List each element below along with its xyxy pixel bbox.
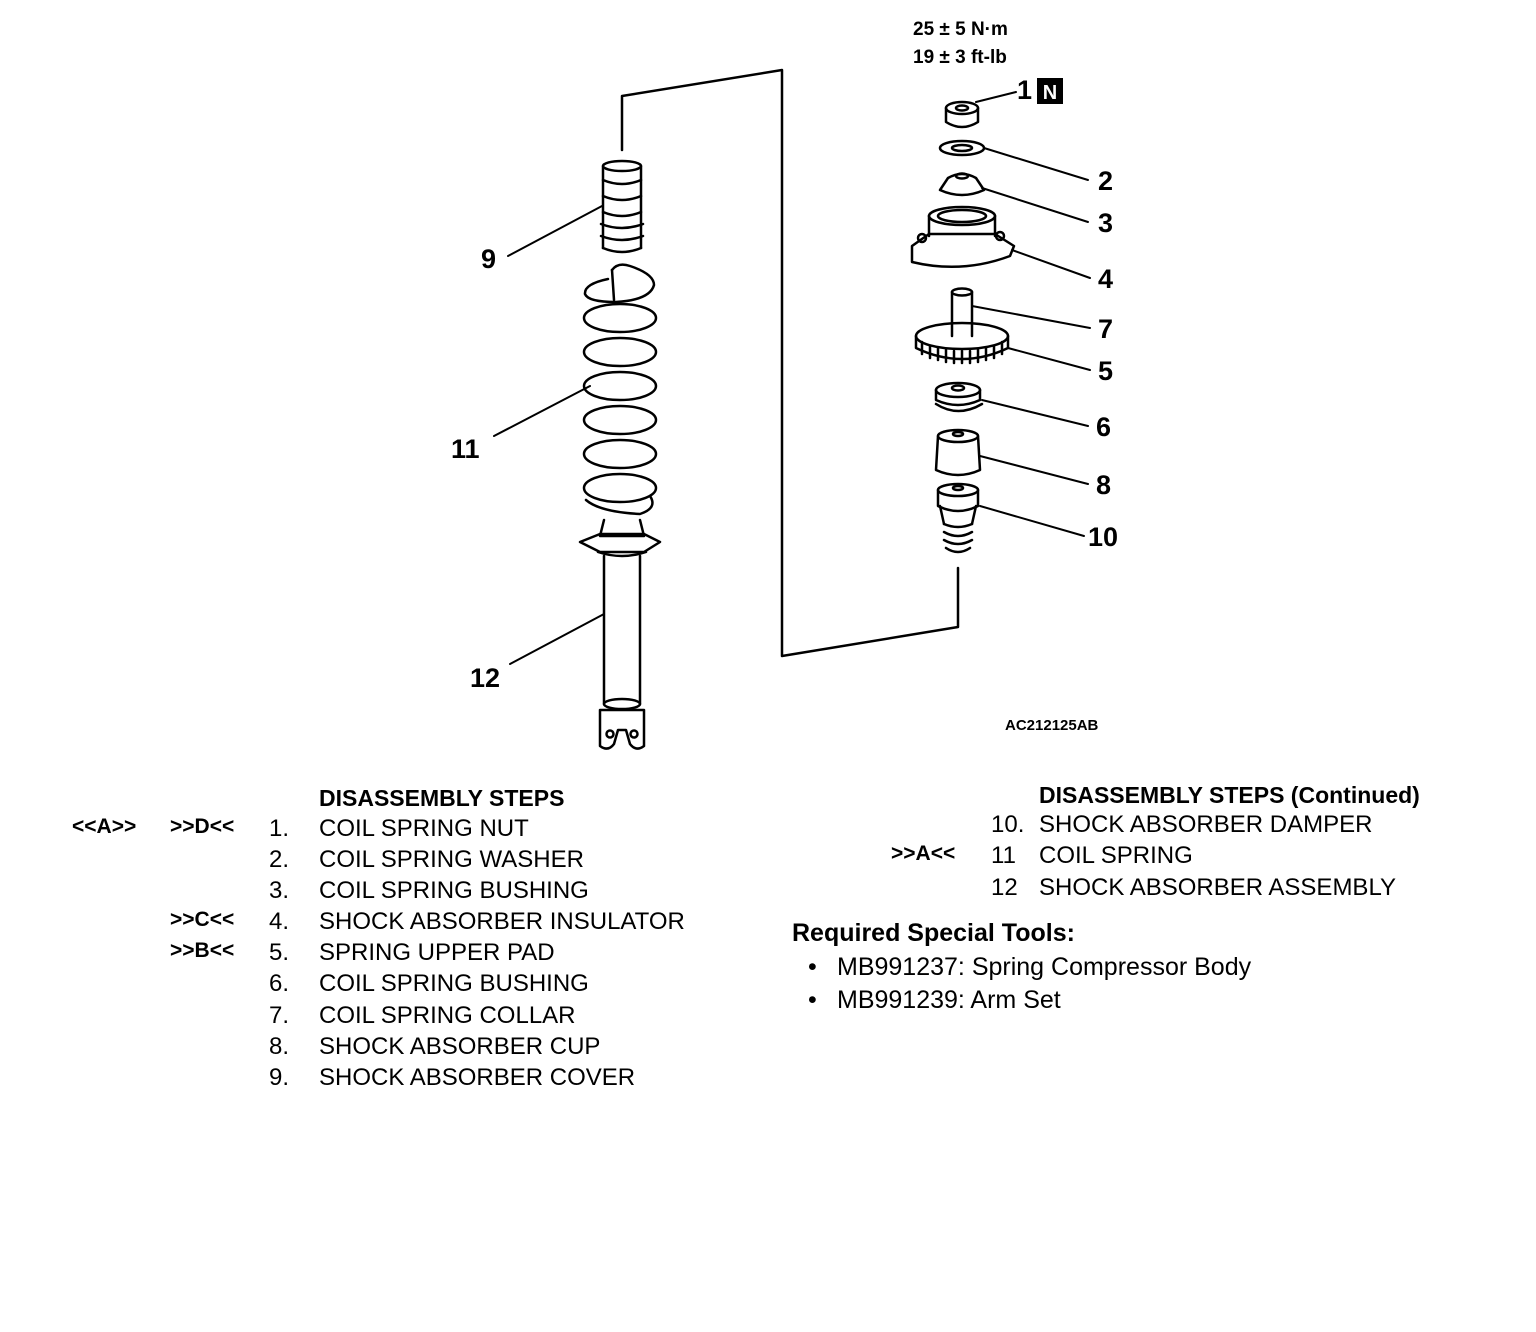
step-6-label: COIL SPRING BUSHING xyxy=(319,970,589,997)
callout-5: 5 xyxy=(1098,356,1113,386)
tool-2-label: MB991239: Arm Set xyxy=(837,986,1061,1014)
callout-1: 1 xyxy=(1017,75,1032,105)
coil-spring-bushing-upper-part xyxy=(938,172,986,197)
step-7-label: COIL SPRING COLLAR xyxy=(319,1002,576,1029)
torque-spec-nm: 25 ± 5 N·m xyxy=(913,19,1008,40)
step-10-label: SHOCK ABSORBER DAMPER xyxy=(1039,811,1373,838)
step-1-label: COIL SPRING NUT xyxy=(319,815,529,842)
shock-absorber-cup-part xyxy=(934,428,982,477)
tool-2-bullet: • xyxy=(808,986,817,1014)
step-2-number: 2. xyxy=(269,846,290,873)
spring-upper-pad-part xyxy=(914,321,1010,365)
coil-spring-part xyxy=(582,263,658,516)
callout-7: 7 xyxy=(1098,314,1113,344)
callout-12: 12 xyxy=(470,663,500,693)
callout-9: 9 xyxy=(481,244,496,274)
coil-spring-nut-part xyxy=(944,100,980,129)
tool-1-label: MB991237: Spring Compressor Body xyxy=(837,953,1252,981)
callout-4: 4 xyxy=(1098,264,1113,294)
step-10-number: 10. xyxy=(991,811,1025,838)
new-part-badge-letter: N xyxy=(1043,82,1057,104)
tool-1-bullet: • xyxy=(808,953,817,981)
callout-3: 3 xyxy=(1098,208,1113,238)
coil-spring-washer-part xyxy=(938,139,986,157)
step-7-number: 7. xyxy=(269,1002,290,1029)
step-2-label: COIL SPRING WASHER xyxy=(319,846,584,873)
step-4-number: 4. xyxy=(269,908,290,935)
step-6-number: 6. xyxy=(269,970,290,997)
step-8-label: SHOCK ABSORBER CUP xyxy=(319,1033,601,1060)
shock-absorber-assembly-part xyxy=(578,518,662,750)
exploded-shock-absorber-diagram: 25 ± 5 N·m 19 ± 3 ft-lb 1 N 2 3 4 7 5 6 … xyxy=(451,19,1118,750)
figure-id: AC212125AB xyxy=(1005,717,1099,734)
coil-spring-bushing-lower-part xyxy=(934,381,984,413)
coil-spring-collar-part xyxy=(950,287,974,338)
step-5-label: SPRING UPPER PAD xyxy=(319,939,555,966)
torque-spec-ftlb: 19 ± 3 ft-lb xyxy=(913,47,1007,68)
callout-6: 6 xyxy=(1096,412,1111,442)
step-11-mark-a: >>A<< xyxy=(891,842,956,865)
alignment-line xyxy=(620,68,960,658)
step-9-number: 9. xyxy=(269,1064,290,1091)
tools-title: Required Special Tools: xyxy=(792,919,1075,947)
step-3-number: 3. xyxy=(269,877,290,904)
step-9-label: SHOCK ABSORBER COVER xyxy=(319,1064,636,1091)
step-3-label: COIL SPRING BUSHING xyxy=(319,877,589,904)
shock-absorber-cover-part xyxy=(599,159,645,254)
step-12-label: SHOCK ABSORBER ASSEMBLY xyxy=(1039,874,1397,901)
step-1-mark-a: <<A>> xyxy=(72,815,137,838)
new-part-badge xyxy=(1037,78,1063,104)
step-5-mark-b: >>B<< xyxy=(170,939,235,962)
step-1-number: 1. xyxy=(269,815,290,842)
step-11-label: COIL SPRING xyxy=(1039,842,1193,869)
step-12-number: 12 xyxy=(991,874,1018,901)
shock-absorber-damper-part xyxy=(936,482,980,554)
shock-absorber-insulator-part xyxy=(910,205,1016,269)
steps-title: DISASSEMBLY STEPS xyxy=(319,785,565,811)
steps-continued-title: DISASSEMBLY STEPS (Continued) xyxy=(1039,782,1420,808)
callout-2: 2 xyxy=(1098,166,1113,196)
step-4-label: SHOCK ABSORBER INSULATOR xyxy=(319,908,685,935)
callout-11: 11 xyxy=(451,434,480,464)
callout-10: 10 xyxy=(1088,522,1118,552)
step-5-number: 5. xyxy=(269,939,290,966)
callout-8: 8 xyxy=(1096,470,1111,500)
step-1-mark-d: >>D<< xyxy=(170,815,235,838)
step-4-mark-c: >>C<< xyxy=(170,908,235,931)
step-8-number: 8. xyxy=(269,1033,290,1060)
step-11-number: 11 xyxy=(991,842,1016,869)
